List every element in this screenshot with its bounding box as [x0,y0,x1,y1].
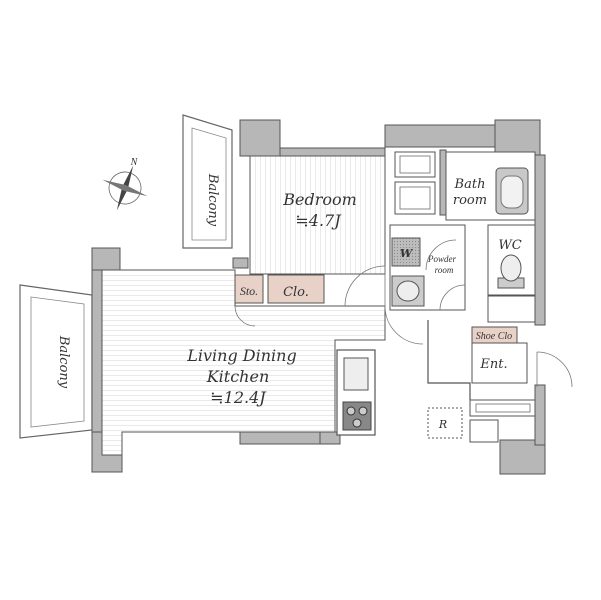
refrigerator [427,407,463,439]
compass-north-label: N [130,157,139,168]
ldk-label-line2: Kitchen [206,367,270,386]
compass-icon [102,165,148,211]
balcony-left-label: Balcony [56,335,71,389]
washer-label: W [400,247,414,260]
powder-room-label-line2: room [435,265,454,275]
sink-icon [343,357,369,391]
bedroom-door-swing [344,265,386,307]
balcony-top-label: Balcony [205,173,220,227]
storage [234,274,264,304]
cabinets-top [394,151,436,215]
powder-room-label-line1: Powder [427,254,456,264]
cabinets-bottom [469,399,536,443]
entrance [471,342,528,384]
balcony-left: Balcony [19,284,93,439]
storage-label: Sto. [240,284,258,298]
bedroom-label: Bedroom [282,190,357,209]
bedroom-floor [249,155,386,275]
wc-label: WC [498,238,521,253]
ldk-area: ≒12.4J [210,388,267,407]
balcony-top: Balcony [182,114,233,249]
shoe-closet-label: Shoe Clo [476,331,512,342]
closet [267,274,325,304]
kitchen-counter [336,349,376,436]
bedroom-area: ≒4.7J [295,211,342,230]
storage-door-swing [234,305,256,327]
bathroom-label-line2: room [453,193,487,208]
washbasin-icon [391,275,425,307]
bathroom-label-line1: Bath [454,177,486,192]
entrance-door-swing [536,351,573,388]
ldk-label-line1: Living Dining [186,346,296,365]
entrance-label: Ent. [479,357,507,372]
refrigerator-label: R [438,418,447,431]
closet-label: Clo. [283,285,309,300]
washer [391,237,421,267]
toilet-icon [497,254,525,289]
